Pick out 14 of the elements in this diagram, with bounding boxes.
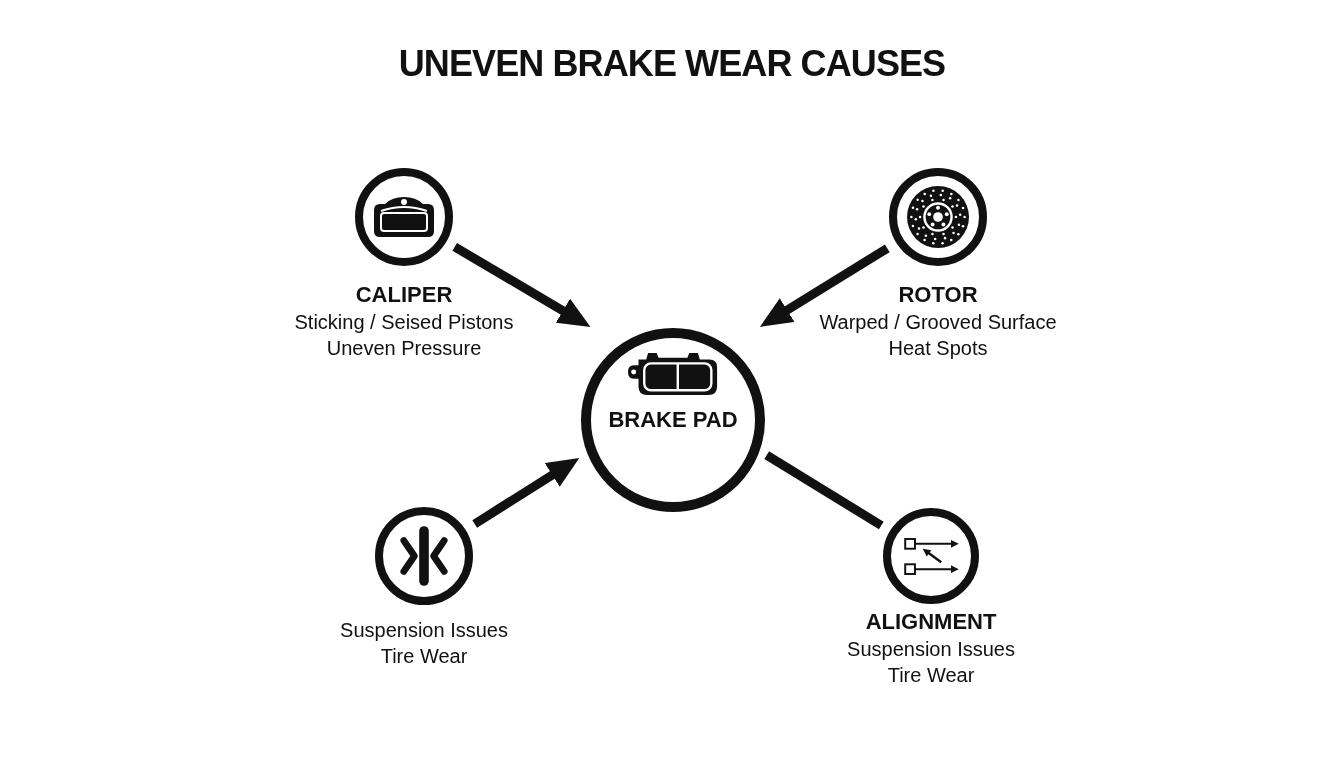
node-detail: Uneven Pressure xyxy=(326,336,482,361)
node-detail: Suspension Issues xyxy=(340,618,508,643)
node-heading: CALIPER xyxy=(355,281,453,309)
connector-line xyxy=(764,451,884,530)
node-title: BRAKE PAD xyxy=(608,406,738,434)
node-detail: Heat Spots xyxy=(888,336,988,361)
node-detail: Tire Wear xyxy=(887,663,975,688)
node-heading: ALIGNMENT xyxy=(865,608,997,636)
node-detail: Tire Wear xyxy=(380,644,468,669)
node-detail: Sticking / Seised Pistons xyxy=(294,310,514,335)
node-detail: Warped / Grooved Surface xyxy=(819,310,1057,335)
diagram-title: UNEVEN BRAKE WEAR CAUSES xyxy=(398,42,946,86)
node-detail: Suspension Issues xyxy=(847,637,1015,662)
node-heading: ROTOR xyxy=(898,281,978,309)
